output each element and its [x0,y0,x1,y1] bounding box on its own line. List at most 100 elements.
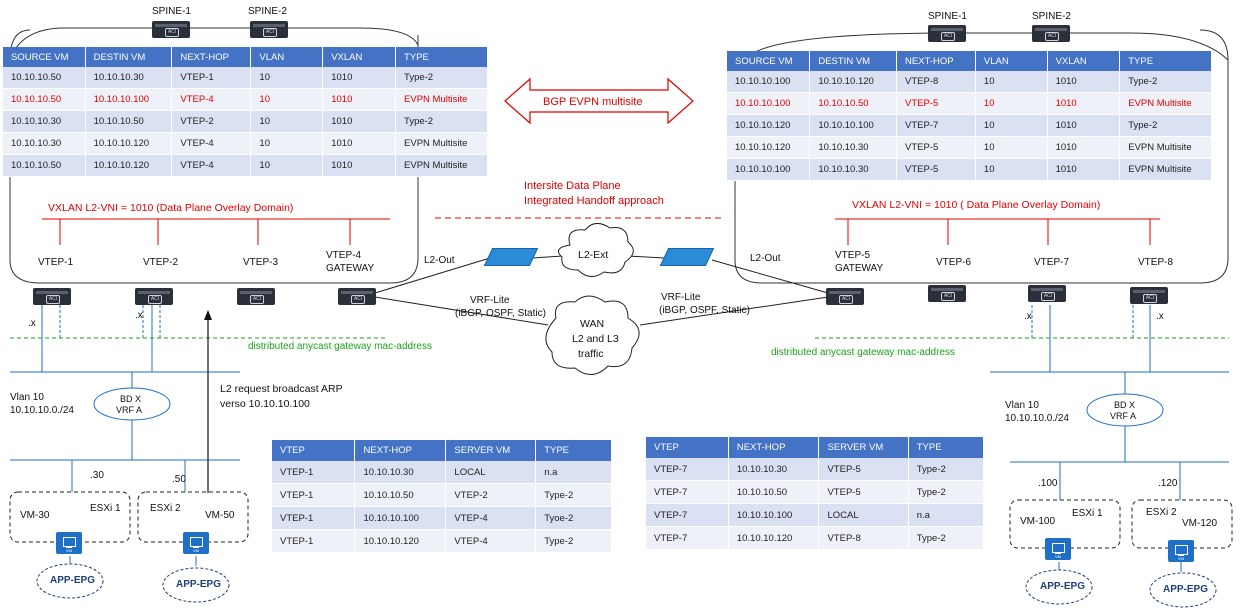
vrf-label-right: VRF A [1110,411,1137,421]
table-cell: VTEP-1 [272,461,356,484]
table-cell: VTEP-5 [818,480,909,504]
leaf-switch-vtep-6[interactable]: ACI [928,285,966,302]
epg-label: APP-EPG [50,575,96,586]
table-cell: 10.10.10.100 [354,506,447,530]
table-cell: VTEP-1 [171,67,252,89]
vm-icon[interactable]: VM [183,532,209,554]
l2-out-label-right: L2-Out [750,253,781,264]
table-header-cell: TYPE [908,437,985,458]
table-cell: Tyoe-2 [535,506,612,530]
leaf-switch-vtep-7[interactable]: ACI [1028,285,1066,302]
vtep-label: VTEP-2 [143,257,179,268]
table-cell: 1010 [1047,136,1121,159]
table-cell: 10 [975,71,1048,93]
vxlan-label-right: VXLAN L2-VNI = 1010 ( Data Plane Overlay… [852,199,1101,211]
table-cell: EVPN Multisite [395,154,488,177]
vm-name: VM-30 [20,510,50,521]
table-header-cell: VLAN [975,51,1048,71]
table-header-cell: VLAN [250,47,324,67]
table-cell: 1010 [322,132,397,155]
spine-label-left-1: SPINE-1 [152,6,191,17]
table-cell: Type-2 [535,483,612,507]
l2-ext-switch-right[interactable] [659,248,715,266]
table-cell: 10.10.10.100 [809,114,898,137]
wan-label-1: WAN [580,318,605,330]
vtep-label: VTEP-7 [1034,257,1070,268]
table-cell: 1010 [1047,114,1121,137]
vm-name: VM-50 [205,510,235,521]
table-cell: 10 [975,114,1048,137]
table-cell: 10.10.10.50 [3,67,86,89]
table-cell: Type-2 [1119,114,1212,137]
table-cell: Type-2 [908,480,985,504]
bd-label-left: BD X [120,394,142,404]
table-cell: EVPN Multisite [1119,158,1212,181]
arp-label-2: verso 10.10.10.100 [220,398,310,410]
leaf-switch-vtep-2[interactable]: ACI [135,288,173,305]
bgp-evpn-label: BGP EVPN multisite [543,96,643,108]
table-cell: VTEP-7 [646,503,729,527]
table-cell: EVPN Multisite [395,88,488,111]
table-cell: Type-2 [908,458,985,481]
table-cell: 10.10.10.30 [809,158,898,181]
spine-switch-right-2[interactable]: ACI [1032,25,1070,42]
table-cell: 10.10.10.120 [85,132,173,155]
leaf-switch-vtep-1[interactable]: ACI [33,288,71,305]
vlan-label-right: Vlan 10 [1005,400,1039,411]
table-cell: EVPN Multisite [1119,136,1212,159]
table-header-cell: NEXT-HOP [171,47,252,67]
spine-switch-left-1[interactable]: ACI [152,21,190,38]
l2-ext-switch-left[interactable] [483,248,539,266]
subnet-label-right: 10.10.10.0./24 [1005,413,1069,424]
table-cell: 10.10.10.30 [354,461,447,484]
vtep-label: VTEP-6 [936,257,972,268]
table-cell: 10.10.10.120 [354,529,447,553]
vxlan-label-left: VXLAN L2-VNI = 1010 (Data Plane Overlay … [48,202,294,214]
epg-label: APP-EPG [176,579,222,590]
bd-label-right: BD X [1114,400,1136,410]
table-cell: VTEP-1 [272,529,356,553]
vlan-label-left: Vlan 10 [10,392,44,403]
leaf-switch-vtep-8[interactable]: ACI [1130,287,1168,304]
table-header-cell: SOURCE VM [3,47,86,67]
vm-icon-label: VM [193,548,199,553]
table-header-cell: SERVER VM [818,437,909,458]
table-header-cell: VXLAN [1047,51,1121,71]
table-cell: 10 [250,110,324,133]
table-header-cell: DESTIN VM [809,51,898,71]
spine-label-right-1: SPINE-1 [928,11,967,22]
table-cell: 10.10.10.50 [809,92,898,115]
esxi-name: ESXi 1 [1072,508,1103,519]
table-cell: 10.10.10.100 [727,71,811,93]
table-cell: 10 [975,158,1048,181]
spine-switch-right-1[interactable]: ACI [928,25,966,42]
table-cell: 1010 [322,67,397,89]
table-cell: VTEP-2 [445,483,537,507]
spine-switch-left-2[interactable]: ACI [250,21,288,38]
table-cell: VTEP-4 [171,132,252,155]
table-cell: VTEP-7 [896,114,976,137]
leaf-switch-vtep-5[interactable]: ACI [826,288,864,305]
leaf-switch-vtep-4[interactable]: ACI [338,288,376,305]
table-cell: 10.10.10.30 [728,458,820,481]
table-cell: 10.10.10.100 [728,503,820,527]
gateway-label: GATEWAY [835,263,884,274]
table-cell: 1010 [1047,158,1121,181]
vm-icon[interactable]: VM [56,532,82,554]
vtep-label: VTEP-4 [326,250,362,261]
vm-icon[interactable]: VM [1168,540,1194,562]
leaf-switch-vtep-3[interactable]: ACI [237,288,275,305]
table-cell: VTEP-1 [272,483,356,507]
vm-icon[interactable]: VM [1045,538,1071,560]
table-cell: VTEP-4 [445,506,537,530]
table-header-cell: VTEP [646,437,729,458]
